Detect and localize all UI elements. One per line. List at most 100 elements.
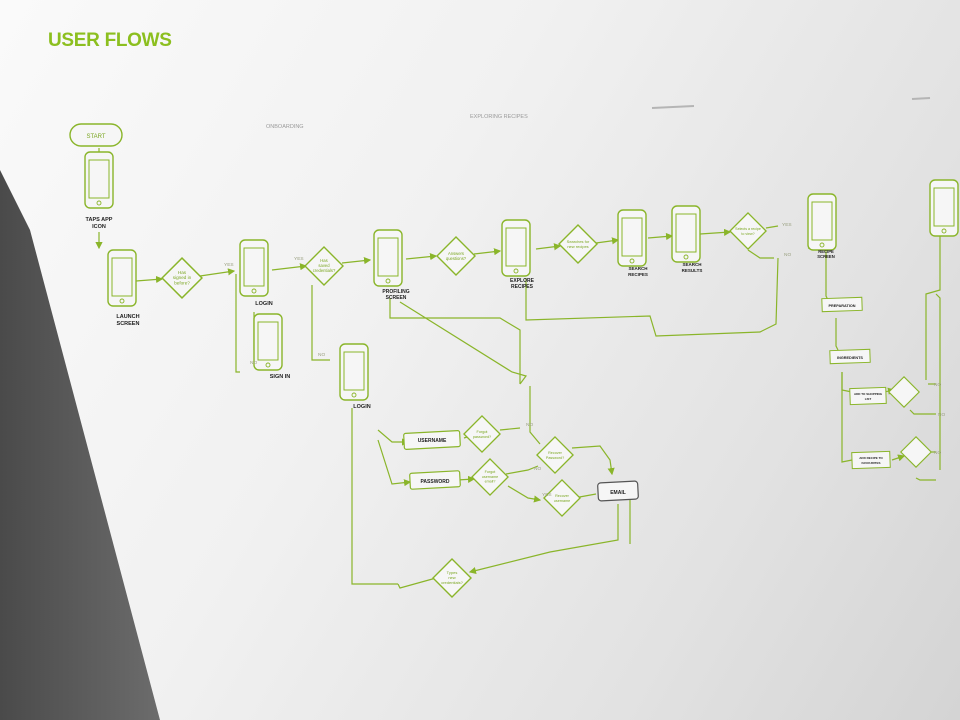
shopping-decision bbox=[888, 376, 920, 408]
search-results-phone-icon bbox=[671, 205, 701, 263]
svg-text:ADD TO SHOPPING: ADD TO SHOPPING bbox=[854, 392, 883, 396]
svg-text:FAVOURITES: FAVOURITES bbox=[862, 461, 881, 465]
svg-text:new: new bbox=[448, 575, 455, 580]
launch-screen-phone-icon bbox=[107, 249, 137, 307]
svg-text:PREPARATION: PREPARATION bbox=[828, 304, 855, 308]
yes-label: YES bbox=[224, 262, 234, 268]
recover-username-decision: Recover username bbox=[543, 479, 581, 517]
svg-text:Types: Types bbox=[447, 570, 458, 575]
no-label: NO bbox=[526, 422, 533, 428]
svg-text:before?: before? bbox=[174, 280, 190, 285]
no-label: NO bbox=[784, 252, 791, 258]
svg-text:LIST: LIST bbox=[865, 397, 872, 401]
svg-text:USERNAME: USERNAME bbox=[418, 438, 447, 444]
taps-app-phone-icon bbox=[84, 151, 114, 209]
login-top-phone-icon bbox=[239, 239, 269, 297]
selects-recipe-decision: Selects a recipe to view? bbox=[729, 212, 767, 250]
svg-text:Forgot: Forgot bbox=[485, 470, 496, 474]
launch-screen-label-2: SCREEN bbox=[117, 321, 140, 327]
right-edge-phone-icon bbox=[929, 179, 959, 237]
no-label: NO bbox=[250, 360, 257, 366]
svg-text:email?: email? bbox=[485, 480, 496, 484]
svg-text:username: username bbox=[554, 499, 570, 503]
forgot-username-decision: Forgot username email? bbox=[471, 458, 509, 496]
svg-text:questions?: questions? bbox=[446, 256, 467, 261]
launch-screen-label: LAUNCH bbox=[116, 314, 139, 320]
svg-text:to view?: to view? bbox=[741, 232, 754, 236]
login-top-label: LOGIN bbox=[255, 301, 272, 307]
svg-text:Recover: Recover bbox=[548, 451, 563, 455]
section-label-faded bbox=[651, 105, 695, 109]
svg-text:saved: saved bbox=[318, 263, 330, 268]
taps-app-label: TAPS APP bbox=[86, 217, 113, 223]
add-favourites-box: ADD RECIPE TO FAVOURITES bbox=[851, 450, 891, 470]
explore-recipes-label-2: RECIPES bbox=[511, 284, 534, 290]
yes-label: YES bbox=[782, 222, 792, 228]
sign-in-phone-icon bbox=[253, 313, 283, 371]
answers-questions-decision: Answers questions? bbox=[436, 236, 476, 276]
svg-text:new recipes: new recipes bbox=[567, 244, 588, 249]
saved-credentials-decision: Has saved credentials? bbox=[304, 246, 344, 286]
recipe-screen-label: RECIPE bbox=[818, 249, 834, 254]
favourites-decision bbox=[900, 436, 932, 468]
profiling-screen-label: PROFILING bbox=[382, 289, 409, 295]
svg-text:credentials?: credentials? bbox=[441, 580, 463, 585]
svg-text:Recover: Recover bbox=[555, 494, 570, 498]
svg-text:password?: password? bbox=[473, 435, 491, 439]
svg-text:Searches for: Searches for bbox=[567, 239, 590, 244]
start-node: START bbox=[69, 123, 123, 147]
svg-text:signed in: signed in bbox=[173, 275, 192, 280]
yes-no-labels: YES YES NO NO NO NO YES YES NO NO NO NO bbox=[224, 222, 945, 498]
explore-recipes-label: EXPLORE bbox=[510, 278, 535, 284]
search-recipes-label-2: RECIPES bbox=[628, 272, 648, 277]
password-box: PASSWORD bbox=[409, 470, 461, 490]
svg-text:credentials?: credentials? bbox=[313, 268, 336, 273]
yes-label: YES bbox=[542, 492, 552, 498]
svg-text:PASSWORD: PASSWORD bbox=[420, 479, 449, 485]
search-results-label: SEARCH bbox=[682, 262, 701, 267]
svg-text:ADD RECIPE TO: ADD RECIPE TO bbox=[859, 456, 883, 460]
searches-decision: Searches for new recipes bbox=[558, 224, 598, 264]
add-shopping-list-box: ADD TO SHOPPING LIST bbox=[849, 386, 887, 406]
no-label: NO bbox=[318, 352, 325, 358]
profiling-screen-phone-icon bbox=[373, 229, 403, 287]
section-exploring: EXPLORING RECIPES bbox=[470, 114, 528, 120]
username-box: USERNAME bbox=[403, 430, 461, 450]
taps-app-label-2: ICON bbox=[92, 224, 106, 230]
profiling-screen-label-2: SCREEN bbox=[386, 295, 407, 301]
search-recipes-label: SEARCH bbox=[628, 266, 647, 271]
forgot-password-decision: Forgot password? bbox=[463, 415, 501, 453]
signed-in-decision: Has signed in before? bbox=[161, 257, 203, 299]
recipe-screen-label-2: SCREEN bbox=[817, 254, 834, 259]
svg-text:INGREDIENTS: INGREDIENTS bbox=[837, 356, 863, 360]
no-label: NO bbox=[934, 450, 941, 456]
svg-text:Answers: Answers bbox=[448, 251, 464, 256]
yes-label: YES bbox=[294, 256, 304, 262]
start-label: START bbox=[86, 134, 105, 140]
recipe-screen-phone-icon bbox=[807, 193, 837, 251]
sign-in-label: SIGN IN bbox=[270, 374, 291, 380]
svg-text:username: username bbox=[482, 475, 498, 479]
ingredients-box: INGREDIENTS bbox=[829, 348, 871, 365]
svg-text:EMAIL: EMAIL bbox=[610, 490, 626, 496]
svg-text:Password?: Password? bbox=[546, 456, 564, 460]
svg-text:Has: Has bbox=[320, 258, 327, 263]
svg-text:Has: Has bbox=[178, 270, 187, 275]
no-label: NO bbox=[938, 412, 945, 418]
types-new-credentials-decision: Types new credentials? bbox=[432, 558, 472, 598]
svg-text:Forgot: Forgot bbox=[477, 430, 489, 434]
section-onboarding: ONBOARDING bbox=[266, 124, 304, 130]
explore-recipes-phone-icon bbox=[501, 219, 531, 277]
section-label-faded bbox=[911, 97, 931, 100]
no-label: NO bbox=[534, 466, 541, 472]
no-label: NO bbox=[934, 382, 941, 388]
recover-password-decision: Recover Password? bbox=[536, 436, 574, 474]
email-box: EMAIL bbox=[597, 480, 639, 502]
search-recipes-phone-icon bbox=[617, 209, 647, 267]
preparation-box: PREPARATION bbox=[821, 296, 863, 313]
search-results-label-2: RESULTS bbox=[682, 268, 703, 273]
login-mid-label: LOGIN bbox=[353, 404, 370, 410]
